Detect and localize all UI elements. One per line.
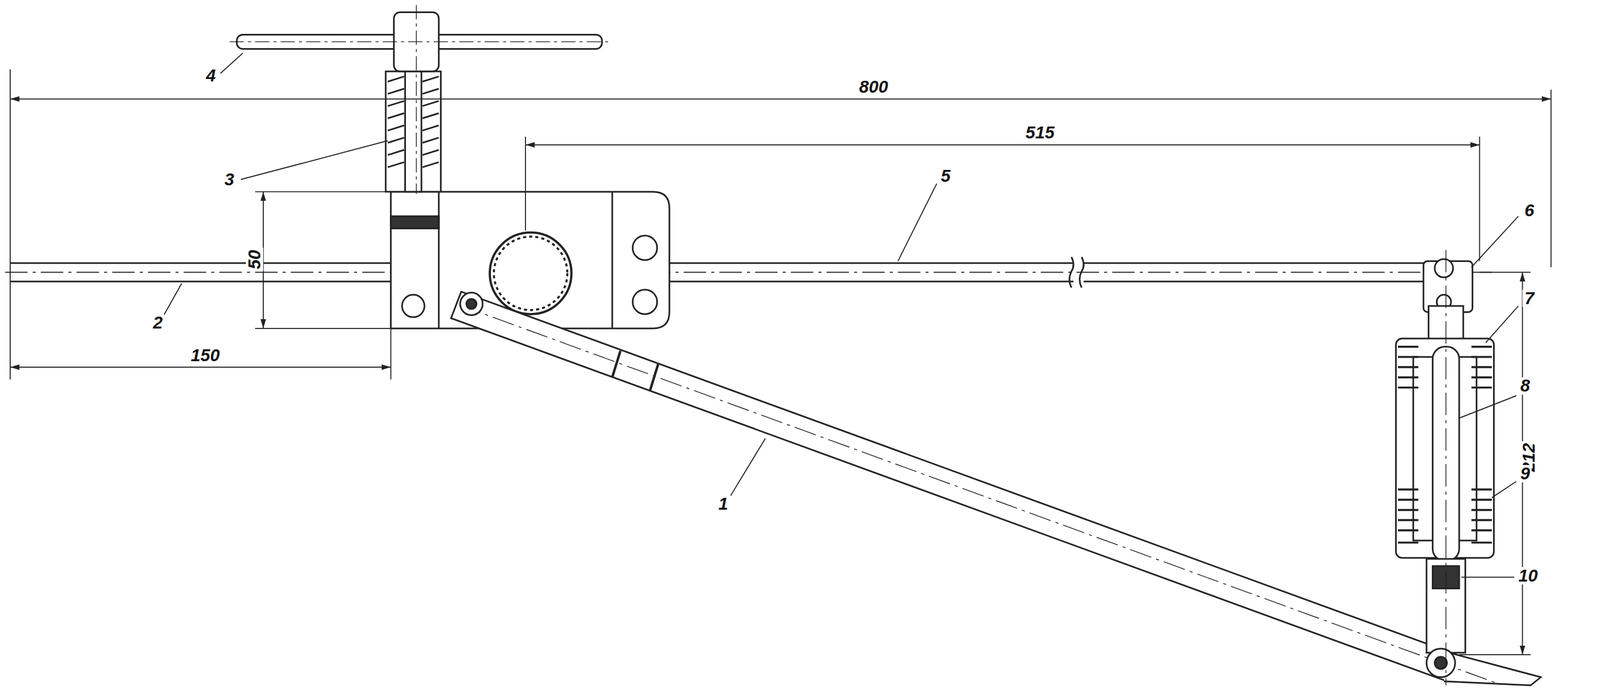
- rod: [5, 257, 1496, 289]
- callout-label: 6: [1522, 202, 1537, 220]
- callout-label: 515: [1023, 124, 1057, 142]
- clamp-block: [391, 191, 670, 329]
- callout-label: 9: [1518, 465, 1533, 483]
- callout-label: 4: [203, 67, 218, 85]
- callout-label: 5: [938, 167, 953, 185]
- leader-lines: [163, 52, 1519, 578]
- callout-label: 10: [1516, 567, 1540, 585]
- callout-label: 150: [189, 347, 223, 365]
- callout-label: 800: [857, 78, 891, 96]
- callout-label: 8: [1518, 377, 1533, 395]
- callout-label: 2: [150, 314, 165, 332]
- spring-link: [1396, 250, 1495, 686]
- dimension-lines: [10, 69, 1551, 655]
- callout-label: 7: [1522, 290, 1537, 308]
- callout-label: 3: [222, 171, 236, 189]
- callout-label: 50: [245, 247, 263, 272]
- lever: [451, 291, 1542, 686]
- callout-label: 1: [716, 495, 730, 513]
